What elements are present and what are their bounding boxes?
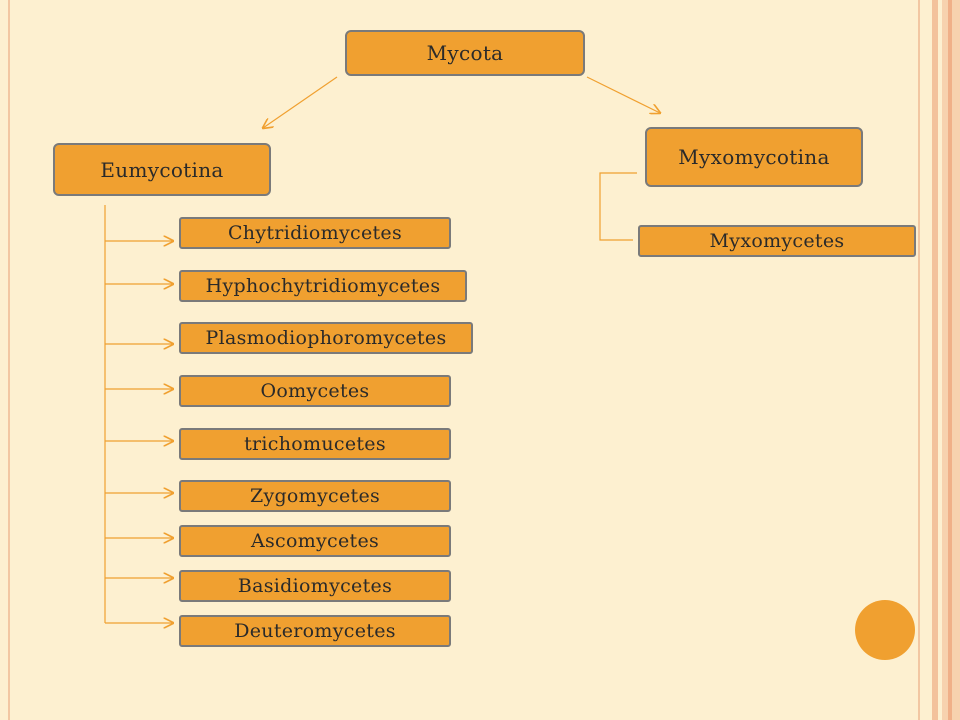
- node-hyphochytridiomycetes: Hyphochytridiomycetes: [179, 270, 467, 302]
- node-oomycetes: Oomycetes: [179, 375, 451, 407]
- node-eumycotina: Eumycotina: [53, 143, 271, 196]
- decorative-orange-circle: [855, 600, 915, 660]
- node-mycota: Mycota: [345, 30, 585, 76]
- left-margin-line: [8, 0, 10, 720]
- node-ascomycetes: Ascomycetes: [179, 525, 451, 557]
- node-chytridiomycetes: Chytridiomycetes: [179, 217, 451, 249]
- node-trichomucetes: trichomucetes: [179, 428, 451, 460]
- node-deuteromycetes: Deuteromycetes: [179, 615, 451, 647]
- arrow-root-to-myxomycotina: [586, 76, 660, 113]
- node-myxomycetes: Myxomycetes: [638, 225, 916, 257]
- right-edge-stripe: [918, 0, 920, 720]
- right-edge-stripe: [948, 0, 952, 720]
- arrow-root-to-eumycotina: [263, 76, 338, 128]
- node-basidiomycetes: Basidiomycetes: [179, 570, 451, 602]
- right-edge-stripe: [932, 0, 938, 720]
- node-myxomycotina: Myxomycotina: [645, 127, 863, 187]
- node-zygomycetes: Zygomycetes: [179, 480, 451, 512]
- node-plasmodiophoromycetes: Plasmodiophoromycetes: [179, 322, 473, 354]
- myxomycotina-bracket-line: [599, 172, 637, 241]
